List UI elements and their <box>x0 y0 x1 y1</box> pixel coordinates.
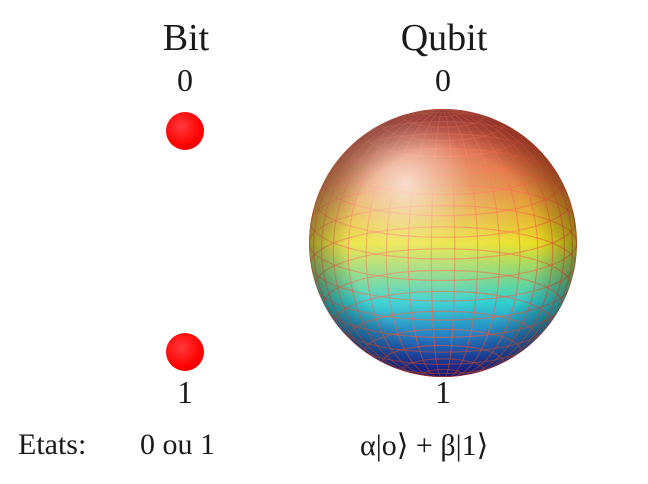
bit-dot-zero <box>166 112 204 150</box>
qubit-one-label: 1 <box>435 374 451 410</box>
qubit-title: Qubit <box>400 17 488 59</box>
bloch-sphere <box>309 109 577 377</box>
states-label: Etats: <box>18 428 87 461</box>
qubit-states: α|o⟩ + β|1⟩ <box>360 429 489 462</box>
bit-states: 0 ou 1 <box>140 428 215 461</box>
sphere-shading <box>309 109 577 377</box>
qubit-zero-label: 0 <box>435 62 451 98</box>
bit-title: Bit <box>162 17 210 59</box>
bit-zero-label: 0 <box>177 62 193 98</box>
bit-one-label: 1 <box>177 374 193 410</box>
bit-dot-one <box>166 333 204 371</box>
